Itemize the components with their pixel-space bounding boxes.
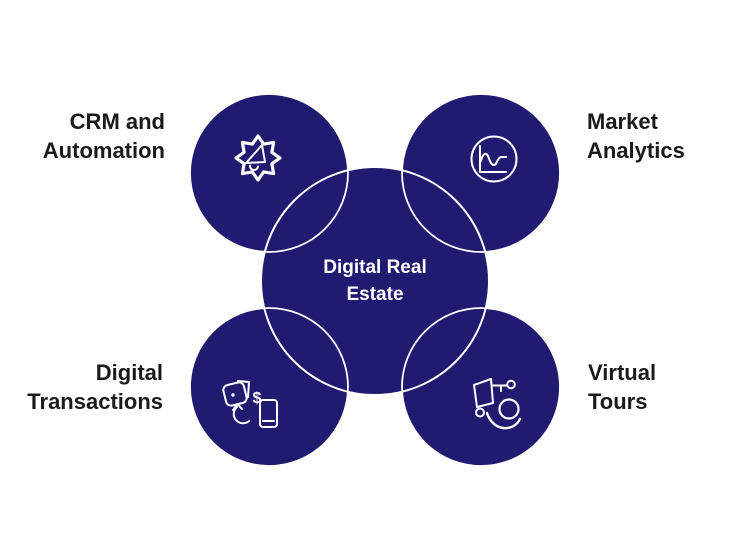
- label-virtual-tours: Virtual Tours: [588, 360, 657, 414]
- label-crm-automation: CRM and Automation: [42, 109, 165, 163]
- tag-dot: [231, 393, 235, 397]
- circle-bottom-right-outline: [401, 307, 561, 467]
- center-label: Digital Real Estate: [323, 257, 427, 305]
- label-digital-transactions: Digital Transactions: [27, 360, 163, 414]
- money-device-exchange-icon: $: [222, 380, 278, 428]
- circle-bottom-left-outline: [189, 307, 349, 467]
- dollar-glyph: $: [253, 390, 262, 407]
- circle-center: [260, 166, 490, 396]
- line-chart-circle-icon: [470, 135, 518, 183]
- label-market-analytics: Market Analytics: [587, 109, 685, 163]
- venn-circle-fills: [190, 94, 560, 466]
- circle-top-right-outline: [401, 93, 561, 253]
- vr-person-icon: [473, 378, 522, 430]
- venn-circle-outlines: [189, 93, 561, 467]
- gear-megaphone-icon: [234, 134, 282, 182]
- circle-top-left-outline: [189, 93, 349, 253]
